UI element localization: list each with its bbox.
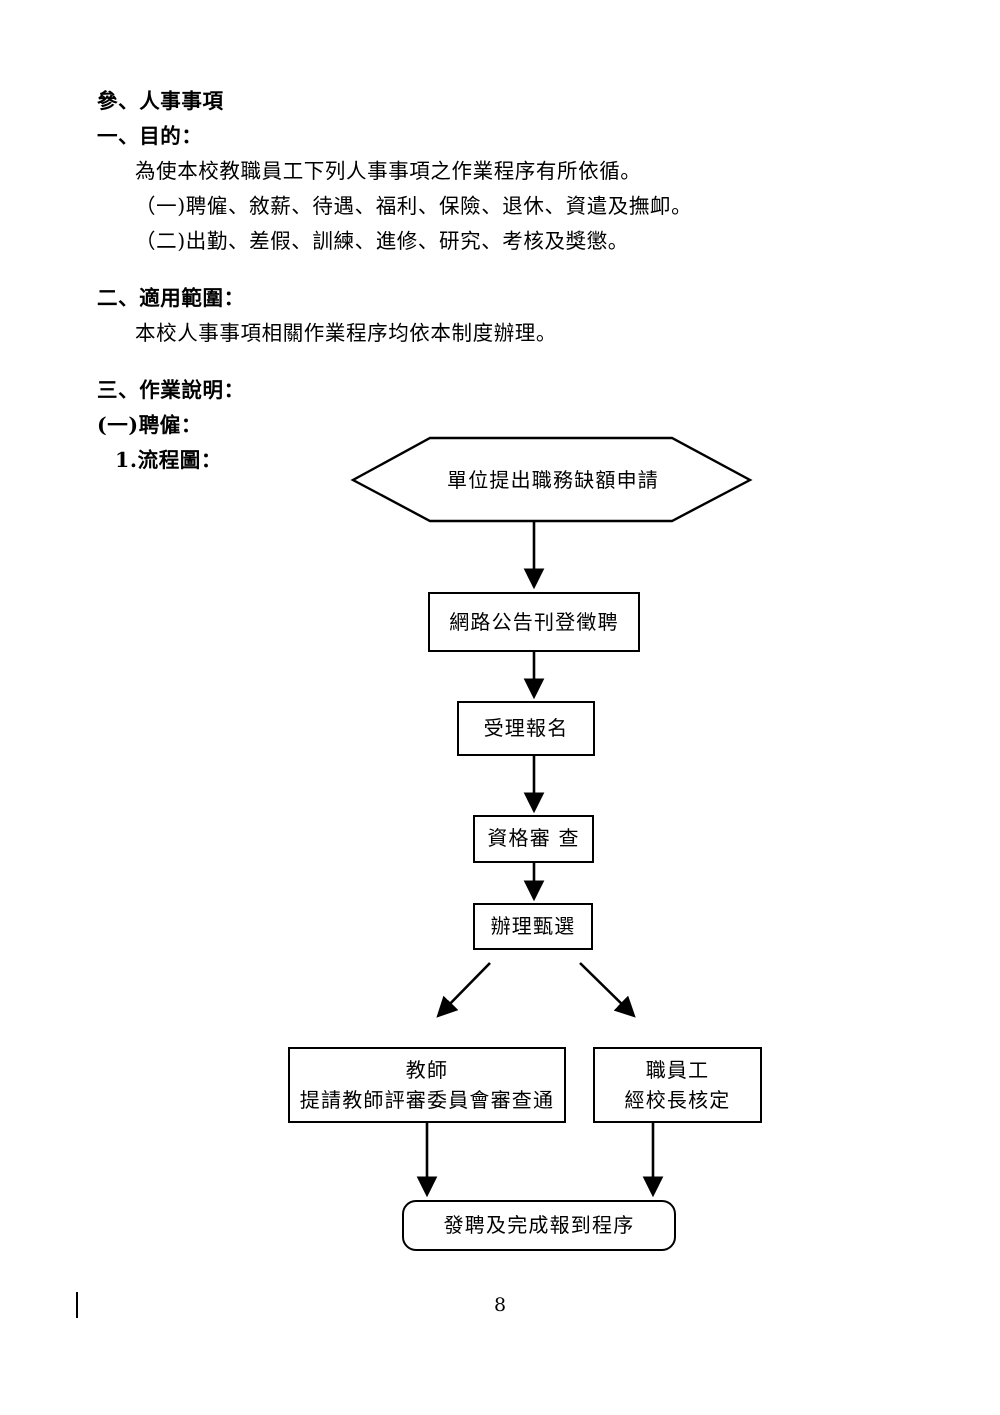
node-staff-box [593,1047,762,1123]
section-title-scope: 二、適用範圍： [97,286,245,310]
purpose-line-3: （二)出勤、差假、訓練、進修、研究、考核及獎懲。 [135,229,629,253]
page-number: 8 [493,1294,507,1316]
node-posting-label: 網路公告刊登徵聘 [449,610,619,634]
node-teacher-label: 教師 提請教師評審委員會審查通 [299,1058,555,1112]
margin-revision-mark [76,1292,78,1318]
subitem-flowchart: 1.流程圖： [115,448,223,472]
spacer-1 [97,259,797,281]
section-title-purpose: 一、目的： [97,124,203,148]
node-request-label: 單位提出職務缺額申請 [447,468,659,492]
node-apply-box [457,701,595,756]
edge-select-to-teacher [436,962,491,1018]
node-teacher-box [288,1047,566,1123]
node-qualify-label: 資格審 查 [487,826,580,850]
node-final-label: 發聘及完成報到程序 [443,1213,635,1237]
section-title-procedure: 三、作業說明： [97,378,245,402]
subsection-recruitment: (一)聘僱： [97,413,202,437]
spacer-2 [97,351,797,373]
document-text-block: 參、人事事項 一、目的： 為使本校教職員工下列人事事項之作業程序有所依循。 （一… [97,84,797,478]
node-qualify-box [473,815,594,863]
page-title: 參、人事事項 [97,89,224,113]
node-staff-label: 職員工 經校長核定 [624,1058,731,1112]
purpose-line-2: （一)聘僱、敘薪、待遇、福利、保險、退休、資遣及撫卹。 [135,194,693,218]
purpose-line-1: 為使本校教職員工下列人事事項之作業程序有所依循。 [135,159,642,183]
scope-line-1: 本校人事事項相關作業程序均依本制度辦理。 [135,321,557,345]
node-final-box [402,1200,676,1251]
node-select-label: 辦理甄選 [490,914,576,938]
node-select-box [473,903,593,950]
edge-select-to-staff [579,962,636,1018]
node-posting-box [428,592,640,652]
node-apply-label: 受理報名 [483,716,569,740]
